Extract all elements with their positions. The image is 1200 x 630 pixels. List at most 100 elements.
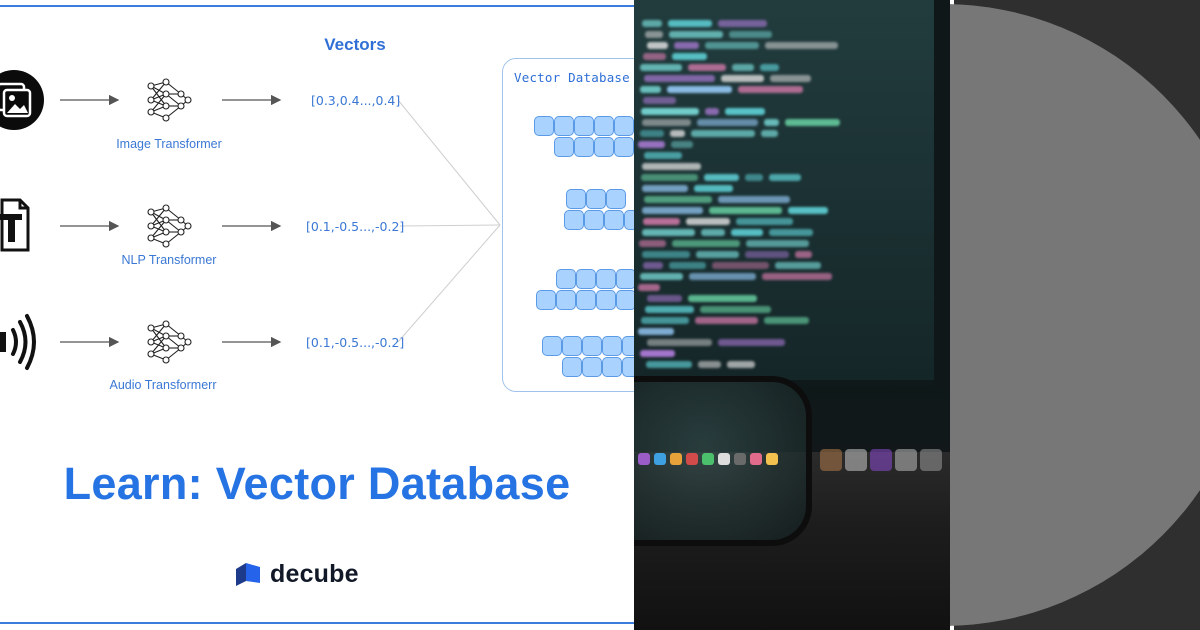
vector-database-title: Vector Database [514, 70, 630, 85]
audio-waves-icon [0, 314, 36, 370]
audio-vector-label: [0.1,-0.5...,-0.2] [306, 335, 405, 350]
code-line [785, 119, 840, 126]
code-line [647, 42, 668, 49]
code-line [746, 240, 809, 247]
code-line [642, 119, 691, 126]
code-line [644, 75, 715, 82]
brand-name: decube [270, 559, 359, 588]
vector-cell [606, 189, 626, 209]
code-line [701, 229, 725, 236]
vector-cell [556, 269, 576, 289]
vector-database-diagram: Vectors Image Transformer NLP Transforme… [0, 5, 634, 624]
code-line [718, 196, 790, 203]
code-line [745, 174, 763, 181]
vector-cell [582, 357, 602, 377]
code-line [721, 75, 764, 82]
code-line [640, 86, 661, 93]
code-line [645, 306, 694, 313]
text-document-icon [0, 198, 30, 252]
code-line [669, 262, 706, 269]
code-line [686, 218, 730, 225]
image-vector-label: [0.3,0.4...,0.4] [311, 93, 401, 108]
code-line [640, 350, 675, 357]
code-line [700, 306, 771, 313]
code-line [642, 185, 688, 192]
code-line [764, 317, 809, 324]
code-line [667, 86, 732, 93]
code-line [641, 317, 689, 324]
code-line [745, 251, 789, 258]
vector-cell [562, 357, 582, 377]
vector-cell [562, 336, 582, 356]
code-line [674, 42, 699, 49]
code-line [644, 152, 682, 159]
code-line [738, 86, 803, 93]
code-line [672, 53, 707, 60]
code-line [671, 141, 693, 148]
bottom-rule [0, 622, 634, 624]
code-line [695, 317, 758, 324]
code-line [672, 240, 740, 247]
code-line [638, 328, 674, 335]
converge-line-1 [397, 99, 501, 226]
code-line [770, 75, 811, 82]
dock-icons-magnified [820, 449, 946, 475]
vector-cell [536, 290, 556, 310]
code-line [641, 174, 698, 181]
vector-cell [602, 336, 622, 356]
code-line [670, 130, 685, 137]
code-line [732, 64, 754, 71]
vector-cell [586, 189, 606, 209]
vector-cell [596, 290, 616, 310]
vector-cell [594, 116, 614, 136]
brand: decube [234, 558, 359, 590]
code-line [688, 295, 757, 302]
code-line [731, 229, 763, 236]
grey-disc-panel [950, 0, 1200, 630]
nlp-vector-label: [0.1,-0.5...,-0.2] [306, 219, 405, 234]
vector-cell [556, 290, 576, 310]
vectors-heading: Vectors [324, 35, 386, 54]
vector-cell [622, 357, 634, 377]
code-line [696, 251, 739, 258]
dock-icons [638, 450, 808, 468]
vector-cell [596, 269, 616, 289]
code-line [761, 130, 778, 137]
code-line [642, 251, 690, 258]
vector-cell [582, 336, 602, 356]
grey-circle [950, 4, 1200, 626]
code-line [718, 20, 767, 27]
vector-cell [554, 116, 574, 136]
code-line [727, 361, 755, 368]
code-line [704, 174, 739, 181]
neural-network-icon [147, 204, 192, 248]
image-transformer-caption: Image Transformer [116, 137, 222, 151]
vector-cell [584, 210, 604, 230]
vector-cell [614, 116, 634, 136]
audio-transformer-caption: Audio Transformerr [109, 378, 217, 392]
code-line [647, 295, 682, 302]
code-photo [634, 0, 950, 630]
page-title: Learn: Vector Database [63, 458, 571, 509]
code-line [725, 108, 765, 115]
vector-cell [566, 189, 586, 209]
code-line [729, 31, 772, 38]
code-line [640, 64, 682, 71]
vector-cell [616, 290, 634, 310]
code-line [760, 64, 779, 71]
code-line [712, 262, 769, 269]
vector-cell [622, 336, 634, 356]
code-line [736, 218, 793, 225]
code-line [691, 130, 755, 137]
code-line [705, 42, 759, 49]
vector-cell [534, 116, 554, 136]
code-line [705, 108, 719, 115]
decube-logo-icon [236, 563, 260, 586]
vector-cell [614, 137, 634, 157]
code-line [775, 262, 821, 269]
neural-network-icon [147, 78, 192, 122]
code-line [694, 185, 733, 192]
code-line [762, 273, 832, 280]
nlp-transformer-caption: NLP Transformer [121, 253, 217, 267]
vector-cell [554, 137, 574, 157]
